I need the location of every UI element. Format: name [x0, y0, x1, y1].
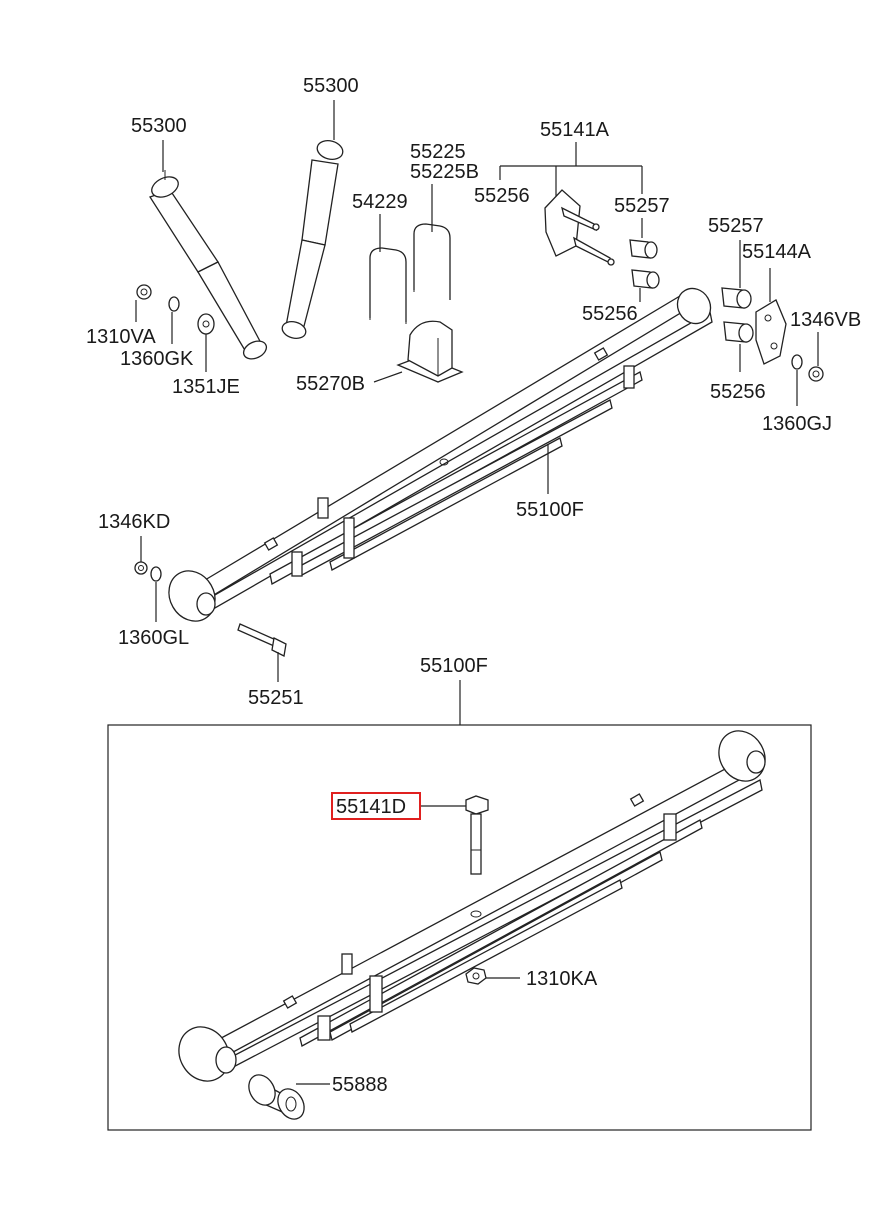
bushing-55888[interactable] [244, 1070, 310, 1124]
bushing-55257-b[interactable] [721, 287, 752, 309]
leaf-spring-55100f[interactable] [160, 282, 717, 629]
washer-1360gj[interactable] [791, 354, 803, 370]
callout-55100f-box[interactable]: 55100F [420, 655, 488, 677]
callout-1346vb[interactable]: 1346VB [790, 309, 861, 331]
shackle-bracket-55144a[interactable] [755, 299, 787, 365]
callout-55144a[interactable]: 55144A [742, 241, 812, 263]
callout-1310ka[interactable]: 1310KA [526, 968, 598, 990]
callout-55270b[interactable]: 55270B [296, 373, 365, 395]
callout-55256-c[interactable]: 55256 [710, 381, 766, 403]
callout-55300-left[interactable]: 55300 [131, 115, 187, 137]
leaf-spring-kit[interactable] [169, 722, 774, 1090]
nut-1310ka[interactable] [465, 967, 487, 985]
callout-1310va[interactable]: 1310VA [86, 326, 156, 348]
highlight-box-55141d [331, 792, 421, 820]
u-bolt-54229[interactable] [369, 247, 407, 324]
callout-55141d[interactable]: 55141D [336, 796, 406, 818]
callout-1360gl[interactable]: 1360GL [118, 627, 189, 649]
leader-lines [135, 100, 819, 1085]
callout-55225b[interactable]: 55225B [410, 161, 479, 183]
nut-1346kd[interactable] [134, 561, 148, 575]
callout-55251[interactable]: 55251 [248, 687, 304, 709]
washer-1351je[interactable] [197, 313, 215, 335]
washer-1360gl[interactable] [150, 566, 162, 582]
callout-55141a[interactable]: 55141A [540, 119, 610, 141]
washer-1360gk[interactable] [168, 296, 180, 312]
bushing-55256-a[interactable] [631, 269, 660, 289]
callout-1360gj[interactable]: 1360GJ [762, 413, 832, 435]
callout-55257-a[interactable]: 55257 [614, 195, 670, 217]
shock-absorber-left[interactable] [149, 170, 270, 362]
callout-1351je[interactable]: 1351JE [172, 376, 240, 398]
callout-55100f-top[interactable]: 55100F [516, 499, 584, 521]
shackle-plate-55141a[interactable] [544, 189, 615, 266]
callout-55256-a[interactable]: 55256 [474, 185, 530, 207]
shock-absorber-right[interactable] [280, 138, 345, 341]
spring-seat-55270b[interactable] [396, 320, 464, 383]
bolt-55251[interactable] [237, 623, 287, 657]
nut-1310va[interactable] [136, 284, 152, 300]
center-bolt-55141d[interactable] [465, 795, 489, 875]
callout-55300-right[interactable]: 55300 [303, 75, 359, 97]
nut-1346vb[interactable] [808, 366, 824, 382]
callout-1360gk[interactable]: 1360GK [120, 348, 194, 370]
callout-55256-b[interactable]: 55256 [582, 303, 638, 325]
callout-55888[interactable]: 55888 [332, 1074, 388, 1096]
callout-55257-b[interactable]: 55257 [708, 215, 764, 237]
u-bolt-55225[interactable] [413, 223, 451, 300]
bushing-55257-a[interactable] [629, 239, 658, 259]
callout-55225[interactable]: 55225 [410, 141, 466, 163]
bushing-55256-b[interactable] [723, 321, 754, 343]
callout-54229[interactable]: 54229 [352, 191, 408, 213]
callout-1346kd[interactable]: 1346KD [98, 511, 170, 533]
